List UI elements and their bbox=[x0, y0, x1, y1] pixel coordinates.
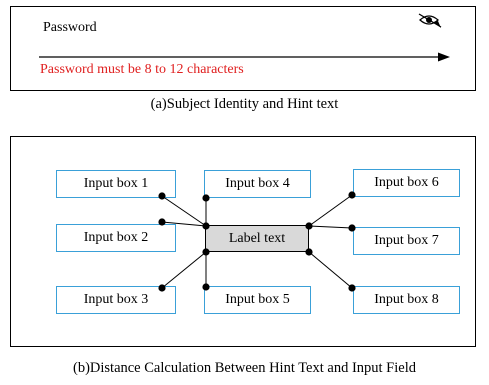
input-box-2[interactable]: Input box 2 bbox=[56, 224, 176, 252]
password-label: Password bbox=[43, 20, 97, 35]
input-box-8[interactable]: Input box 8 bbox=[353, 286, 460, 314]
caption-a: (a)Subject Identity and Hint text bbox=[150, 96, 339, 112]
caption-b: (b)Distance Calculation Between Hint Tex… bbox=[72, 360, 416, 376]
input-box-7[interactable]: Input box 7 bbox=[353, 227, 460, 255]
input-box-5[interactable]: Input box 5 bbox=[204, 286, 311, 314]
input-box-1[interactable]: Input box 1 bbox=[56, 170, 176, 198]
input-box-4[interactable]: Input box 4 bbox=[204, 170, 311, 198]
input-box-3[interactable]: Input box 3 bbox=[56, 286, 176, 314]
input-box-6[interactable]: Input box 6 bbox=[353, 169, 460, 197]
password-field-panel bbox=[10, 6, 476, 91]
hint-text: Password must be 8 to 12 characters bbox=[40, 62, 244, 77]
label-text-box: Label text bbox=[205, 225, 309, 252]
